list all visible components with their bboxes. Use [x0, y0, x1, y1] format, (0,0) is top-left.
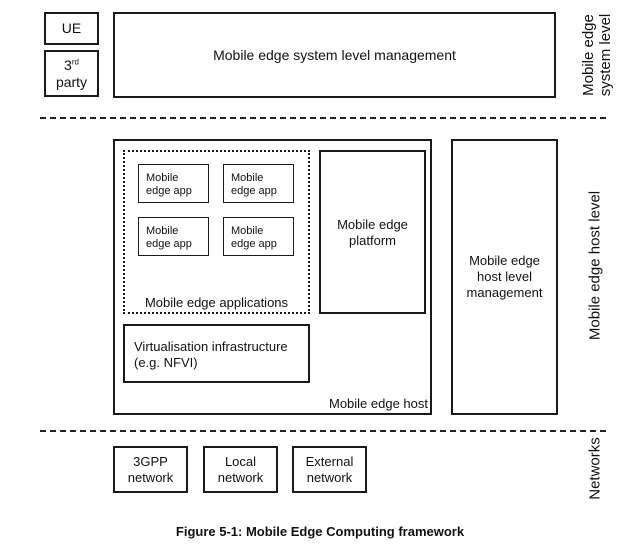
mobile-edge-app-3-line1: Mobile	[146, 225, 179, 237]
mobile-edge-app-1-line2: edge app	[146, 185, 192, 197]
mobile-edge-platform-line1: Mobile edge	[337, 217, 408, 232]
host-level-management-line3: management	[466, 285, 543, 300]
mobile-edge-app-3-line2: edge app	[146, 238, 192, 250]
host-level-management-box: Mobile edge host level management	[451, 139, 558, 415]
divider-system-host	[40, 117, 606, 119]
network-3gpp-line1: 3GPP	[133, 453, 168, 469]
mobile-edge-app-4-line2: edge app	[231, 238, 277, 250]
system-level-management-label: Mobile edge system level management	[213, 46, 456, 63]
mobile-edge-app-3: Mobile edge app	[138, 217, 209, 256]
system-level-management-box: Mobile edge system level management	[113, 12, 556, 98]
ue-box: UE	[44, 12, 99, 45]
networks-level-label: Networks	[586, 437, 604, 500]
network-external-label: External network	[306, 454, 354, 486]
system-level-label: Mobile edge system level	[580, 5, 614, 105]
virtualisation-infrastructure-box: Virtualisation infrastructure (e.g. NFVI…	[123, 324, 310, 383]
host-level-management-label: Mobile edge host level management	[467, 253, 543, 301]
divider-host-networks	[40, 430, 606, 432]
mobile-edge-platform-box: Mobile edge platform	[319, 150, 426, 314]
network-3gpp-box: 3GPP network	[113, 446, 188, 493]
network-external-box: External network	[292, 446, 367, 493]
figure-caption: Figure 5-1: Mobile Edge Computing framew…	[175, 524, 465, 539]
virtualisation-infrastructure-line2: (e.g. NFVI)	[134, 355, 198, 370]
mobile-edge-applications-group	[123, 150, 310, 314]
network-local-line2: network	[217, 469, 264, 485]
mobile-edge-app-1-line1: Mobile	[146, 172, 179, 184]
system-level-label-line1: Mobile edge	[580, 14, 597, 96]
third-party-label: 3rd party	[56, 57, 87, 91]
mobile-edge-platform-line2: platform	[349, 233, 396, 248]
mobile-edge-host-label: Mobile edge host	[328, 396, 428, 411]
network-3gpp-label: 3GPP network	[128, 454, 174, 486]
network-local-label: Local network	[218, 454, 264, 486]
mobile-edge-app-2-line2: edge app	[231, 185, 277, 197]
network-external-line1: External	[305, 453, 354, 469]
host-level-management-line1: Mobile edge	[469, 253, 540, 268]
network-external-line2: network	[306, 469, 353, 485]
mobile-edge-app-4-line1: Mobile	[231, 225, 264, 237]
network-local-line1: Local	[224, 453, 257, 469]
mobile-edge-app-1: Mobile edge app	[138, 164, 209, 203]
third-party-word: party	[55, 73, 88, 90]
third-party-number: 3	[64, 56, 72, 73]
third-party-ordinal: rd	[71, 56, 79, 66]
host-level-management-line2: host level	[477, 269, 532, 284]
system-level-label-line2: system level	[597, 13, 614, 97]
network-3gpp-line2: network	[127, 469, 174, 485]
ue-label: UE	[61, 20, 82, 36]
mobile-edge-app-4: Mobile edge app	[223, 217, 294, 256]
host-level-label: Mobile edge host level	[586, 190, 604, 341]
virtualisation-infrastructure-line1: Virtualisation infrastructure	[134, 339, 288, 354]
mobile-edge-app-2: Mobile edge app	[223, 164, 294, 203]
third-party-box: 3rd party	[44, 50, 99, 97]
network-local-box: Local network	[203, 446, 278, 493]
mobile-edge-applications-label: Mobile edge applications	[144, 295, 289, 310]
mobile-edge-app-2-line1: Mobile	[231, 172, 264, 184]
